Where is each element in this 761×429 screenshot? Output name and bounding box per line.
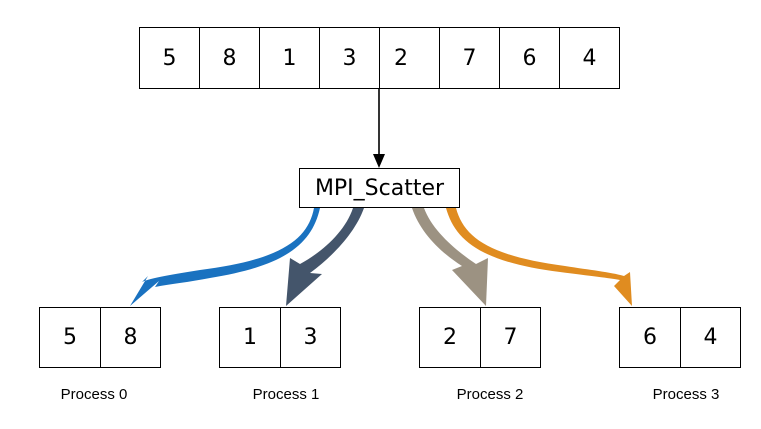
process-2-cell: 7	[480, 307, 541, 368]
array-to-scatter-arrowhead	[373, 154, 385, 168]
process-1-cell: 3	[280, 307, 341, 368]
process-0-label: Process 0	[60, 386, 128, 403]
input-cell: 8	[199, 27, 260, 89]
input-cell: 4	[559, 27, 620, 89]
input-cell: 1	[259, 27, 320, 89]
process-1-cell: 1	[219, 307, 281, 368]
input-cell: 2	[379, 27, 440, 89]
input-cell: 7	[439, 27, 500, 89]
arrow-to-process-0	[130, 208, 320, 306]
arrow-to-process-1	[286, 208, 364, 306]
input-cell: 3	[319, 27, 380, 89]
process-3-cell: 4	[680, 307, 741, 368]
input-cell: 5	[139, 27, 200, 89]
process-0-cell: 8	[100, 307, 161, 368]
mpi-scatter-box: MPI_Scatter	[299, 168, 460, 208]
process-2-cell: 2	[419, 307, 481, 368]
process-1-label: Process 1	[252, 386, 320, 403]
input-cell: 6	[499, 27, 560, 89]
process-3-cell: 6	[619, 307, 681, 368]
process-2-label: Process 2	[456, 386, 524, 403]
process-3-label: Process 3	[652, 386, 720, 403]
arrow-to-process-2	[412, 208, 488, 306]
process-0-cell: 5	[39, 307, 101, 368]
